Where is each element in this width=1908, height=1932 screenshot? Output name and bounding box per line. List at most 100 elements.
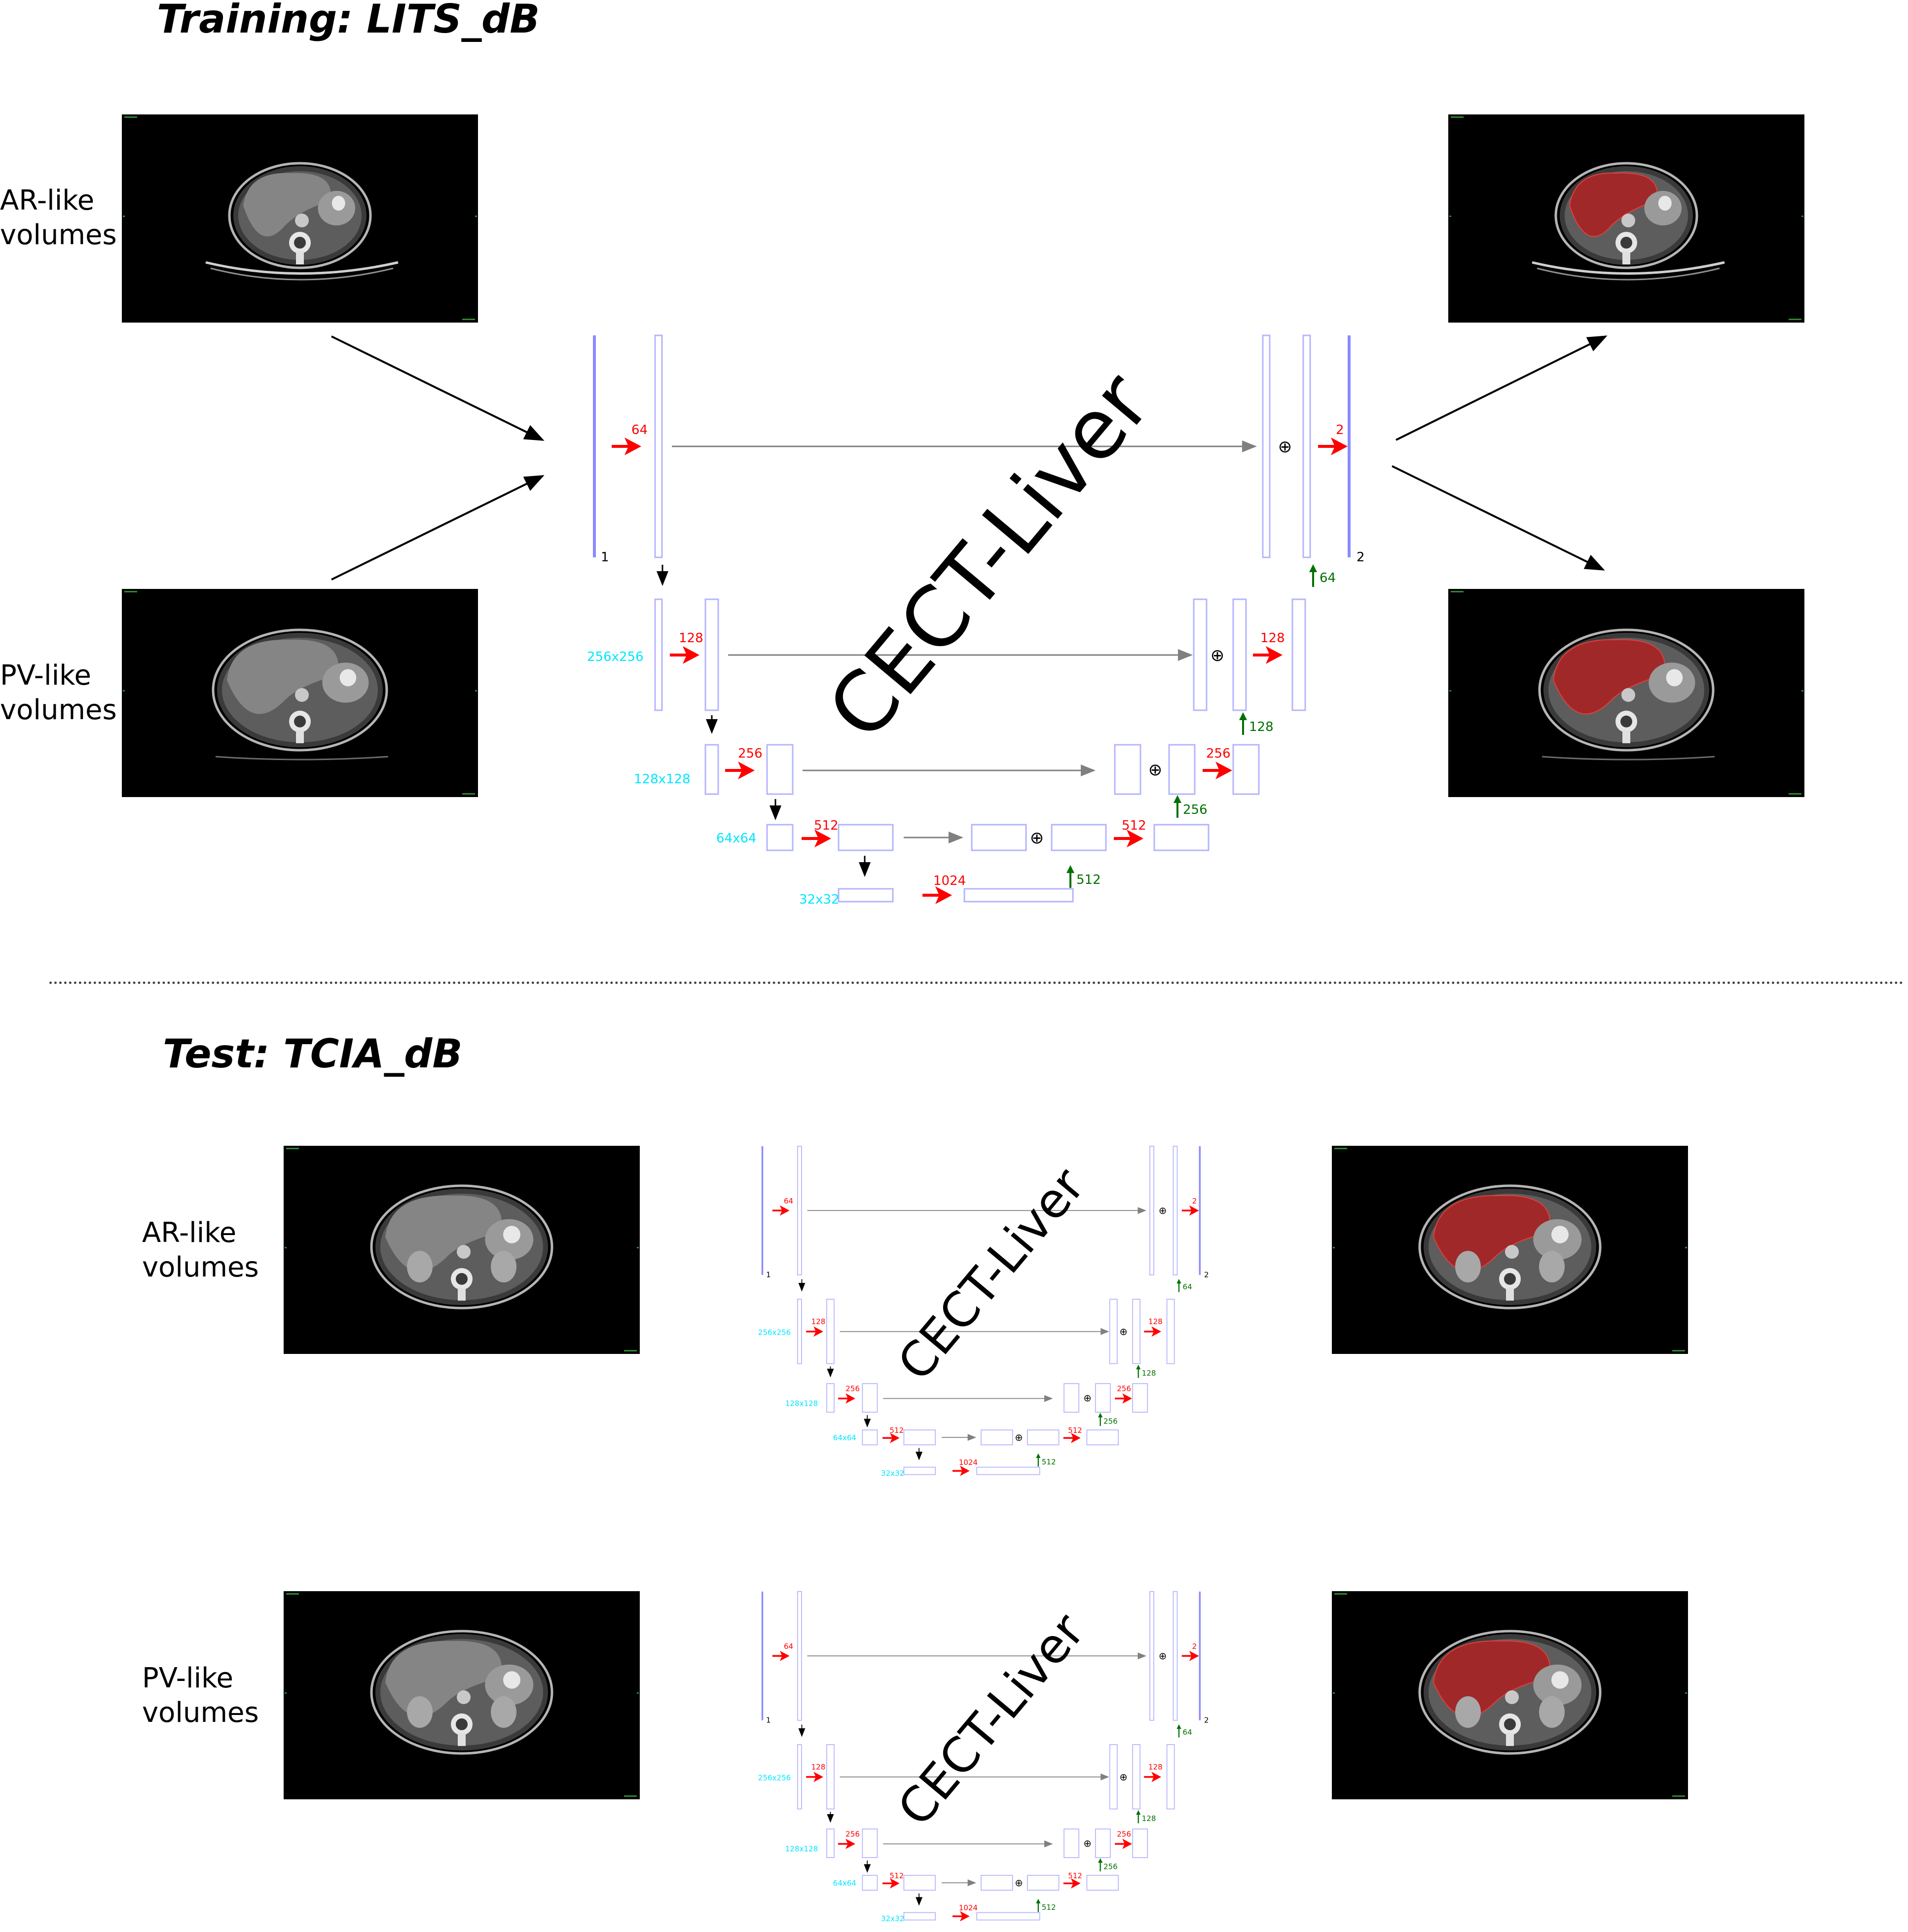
cect-liver-watermark: CECT-Liver [887, 1157, 1096, 1391]
test-title: Test: TCIA_dB [163, 1031, 463, 1077]
training-ar-segmentation-image [1448, 114, 1804, 323]
training-title: Training: LITS_dB [157, 0, 540, 42]
resolution-l1: 256x256 [758, 1774, 791, 1783]
enc-block-l0 [654, 334, 663, 558]
concat-symbol-l1: ⊕ [1119, 1772, 1128, 1783]
enc-in-block-l1 [654, 598, 663, 711]
concat-symbol-l0: ⊕ [1159, 1650, 1167, 1662]
dec-filter-l1: 128 [1260, 631, 1285, 646]
training-ar-label: AR-like volumes [0, 184, 117, 251]
dec-filter-l3: 512 [1068, 1426, 1082, 1435]
input-bar [593, 335, 596, 557]
dec-concat-block-l0 [1262, 334, 1271, 558]
conv-arrow-l2 [838, 1838, 855, 1849]
dec-up-block-l2 [1095, 1828, 1111, 1859]
dec-block-l1 [1166, 1744, 1175, 1810]
enc-in-block-l3 [862, 1875, 878, 1891]
enc-in-block-l2 [826, 1383, 835, 1413]
dec-block-l3 [1153, 824, 1210, 851]
input-channels-label: 1 [766, 1715, 771, 1724]
enc-block-l3 [903, 1429, 936, 1446]
enc-filter-l0: 64 [784, 1642, 793, 1651]
concat-symbol-l2: ⊕ [1083, 1392, 1092, 1404]
resolution-l3: 64x64 [716, 831, 757, 846]
up-filter-l1: 128 [1142, 1814, 1156, 1823]
dec-block-l1 [1166, 1299, 1175, 1364]
dec-up-block-l2 [1168, 744, 1196, 795]
enc-in-block-l3 [862, 1429, 878, 1446]
resolution-l4: 32x32 [881, 1914, 904, 1923]
up-filter-l0: 64 [1183, 1728, 1192, 1737]
conv-arrow-dec-l3 [1063, 1432, 1081, 1443]
conv-arrow-dec-l3 [1063, 1878, 1081, 1889]
dec-up-block-l1 [1132, 1299, 1141, 1364]
output-filter-label: 2 [1192, 1197, 1197, 1205]
bottleneck-block [976, 1466, 1040, 1475]
conv-arrow-l3 [802, 830, 831, 847]
concat-symbol-l3: ⊕ [1015, 1432, 1023, 1443]
dec-block-l0 [1302, 334, 1311, 558]
conv-arrow-l2 [838, 1393, 855, 1404]
cect-liver-watermark: CECT-Liver [887, 1603, 1096, 1836]
dec-concat-block-l2 [1114, 744, 1141, 795]
enc-filter-l3: 512 [814, 818, 839, 833]
resolution-l2: 128x128 [785, 1844, 818, 1853]
dec-concat-block-l0 [1149, 1591, 1154, 1721]
dec-concat-block-l3 [981, 1875, 1013, 1891]
output-channels-label: 2 [1204, 1270, 1209, 1279]
up-filter-l3: 512 [1076, 873, 1101, 887]
enc-filter-l1: 128 [679, 631, 703, 646]
dec-concat-block-l1 [1193, 598, 1208, 711]
up-arrow-l0 [1176, 1724, 1181, 1738]
input-channels-label: 1 [601, 550, 609, 565]
dec-up-block-l1 [1132, 1744, 1141, 1810]
conv-arrow-l0 [612, 437, 641, 455]
dec-block-l3 [1086, 1875, 1119, 1891]
resolution-l4: 32x32 [881, 1469, 904, 1478]
dec-concat-block-l2 [1064, 1828, 1080, 1859]
bottleneck-block [963, 888, 1074, 903]
input-bar [761, 1591, 764, 1720]
dec-concat-block-l3 [981, 1429, 1013, 1446]
enc-block-l2 [862, 1383, 878, 1413]
enc-filter-l2: 256 [845, 1384, 860, 1393]
conv-arrow-l2 [725, 762, 755, 779]
dec-filter-l3: 512 [1122, 818, 1146, 833]
dec-filter-l2: 256 [1206, 746, 1231, 761]
output-bar [1199, 1591, 1201, 1720]
up-filter-l0: 64 [1320, 571, 1336, 585]
conv-arrow-dec-l1 [1253, 646, 1283, 664]
enc-block-l2 [766, 744, 794, 795]
conv-arrow-dec-l3 [1114, 830, 1143, 847]
output-bar [1348, 335, 1351, 557]
concat-symbol-l3: ⊕ [1015, 1877, 1023, 1889]
dec-block-l3 [1086, 1429, 1119, 1446]
test-ar-ct-image [284, 1146, 640, 1354]
input-bar [761, 1146, 764, 1275]
enc-block-l0 [797, 1591, 802, 1721]
up-arrow-l0 [1309, 564, 1317, 587]
dec-concat-block-l3 [971, 824, 1027, 851]
up-arrow-l1 [1239, 712, 1247, 735]
arrow-pv-to-unet [331, 475, 545, 581]
resolution-l1: 256x256 [587, 650, 644, 664]
conv-arrow-l3 [882, 1432, 900, 1443]
test-pv-segmentation-image [1332, 1591, 1688, 1799]
enc-filter-l1: 128 [811, 1763, 826, 1772]
concat-symbol-l0: ⊕ [1159, 1205, 1167, 1216]
enc-in-block-l4 [838, 888, 894, 903]
up-arrow-l2 [1098, 1858, 1103, 1872]
enc-block-l3 [903, 1875, 936, 1891]
enc-block-l0 [797, 1145, 802, 1276]
section-divider [49, 982, 1904, 984]
up-arrow-l0 [1176, 1278, 1181, 1292]
enc-block-l2 [862, 1828, 878, 1859]
conv-arrow-bottleneck [922, 886, 952, 904]
enc-in-block-l2 [704, 744, 719, 795]
conv-arrow-l1 [806, 1326, 823, 1337]
arrow-ar-to-unet [331, 335, 545, 441]
enc-in-block-l1 [797, 1744, 802, 1810]
